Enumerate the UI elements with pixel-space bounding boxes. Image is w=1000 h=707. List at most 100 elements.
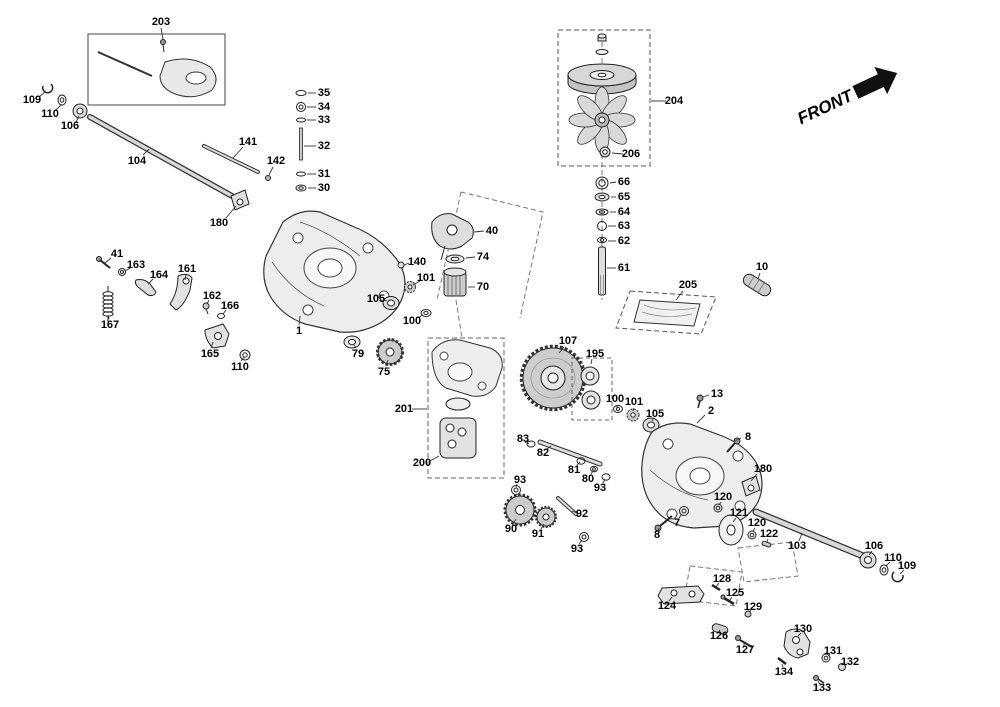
pin-140	[397, 261, 405, 269]
washer-93-bottom	[579, 532, 589, 542]
bolt-127	[735, 635, 753, 648]
front-arrow-icon	[852, 67, 898, 99]
part-label-34: 34	[318, 101, 331, 113]
leader-line-40	[473, 230, 485, 233]
washer-110-mid	[239, 349, 251, 361]
axle-103	[752, 508, 872, 562]
part-label-106: 106	[61, 120, 79, 132]
arm-40	[431, 213, 474, 261]
leader-line-109	[899, 569, 905, 575]
washer-93-right	[601, 473, 611, 481]
arm-164	[134, 279, 157, 297]
inset-box-203	[87, 33, 226, 106]
gear-75	[376, 338, 404, 366]
breather-10	[742, 273, 772, 297]
part-label-180: 180	[754, 463, 772, 475]
washer-62	[597, 236, 607, 244]
washer-79	[343, 335, 361, 349]
part-label-92: 92	[576, 508, 588, 520]
leader-line-133	[817, 680, 821, 685]
bracket-180-left	[230, 189, 250, 211]
leader-line-131	[827, 653, 831, 657]
leader-line-167	[107, 314, 110, 320]
leader-line-121	[732, 517, 737, 523]
leader-line-120	[718, 501, 722, 506]
leader-line-110	[240, 356, 245, 362]
part-labels-layer: 2031091101061041411423534333231301804074…	[23, 16, 916, 694]
bolt-8-bottom	[654, 515, 673, 532]
part-label-31: 31	[318, 168, 330, 180]
part-label-101: 101	[625, 396, 643, 408]
leader-line-93	[578, 539, 583, 545]
part-label-132: 132	[841, 656, 859, 668]
bracket-165	[204, 323, 230, 349]
part-label-163: 163	[127, 259, 145, 271]
washer-74	[445, 254, 465, 264]
leader-line-100	[615, 404, 619, 409]
part-label-70: 70	[477, 281, 489, 293]
part-label-2: 2	[708, 405, 714, 417]
leader-line-140	[403, 262, 410, 266]
washer-163	[118, 268, 126, 276]
leader-line-132	[844, 663, 848, 666]
leader-line-195	[590, 358, 593, 365]
part-label-10: 10	[756, 261, 768, 273]
leader-line-163	[124, 267, 131, 272]
leader-line-129	[748, 609, 752, 613]
ring-66	[595, 176, 609, 190]
leader-line-83	[524, 441, 530, 445]
part-label-130: 130	[794, 623, 812, 635]
leader-line-10	[757, 272, 761, 280]
washer-30	[295, 184, 307, 192]
leader-line-125	[729, 596, 733, 601]
leader-line-142	[268, 166, 274, 176]
leader-line-203	[160, 27, 164, 40]
fan-assembly-box-204	[557, 29, 651, 167]
washer-81	[576, 457, 586, 465]
washer-131	[821, 653, 831, 663]
part-label-110: 110	[231, 361, 249, 373]
leader-line-81	[576, 461, 581, 466]
washer-110-right	[879, 564, 889, 576]
part-label-205: 205	[679, 279, 697, 291]
pin-166	[217, 313, 225, 319]
bearing-65	[594, 192, 610, 202]
nut-top	[597, 33, 607, 42]
part-label-122: 122	[760, 528, 778, 540]
part-label-105: 105	[646, 408, 664, 420]
screw-203	[160, 39, 166, 53]
leader-line-162	[206, 299, 210, 305]
part-label-106: 106	[865, 540, 883, 552]
part-label-110: 110	[884, 552, 902, 564]
part-label-40: 40	[486, 225, 498, 237]
part-label-63: 63	[618, 220, 630, 232]
washer-31	[296, 171, 306, 177]
part-label-121: 121	[730, 507, 748, 519]
block-200	[439, 397, 477, 459]
leader-line-110	[885, 561, 891, 567]
gear-101-right	[626, 408, 640, 422]
pin-125	[720, 594, 735, 606]
leader-line-13	[702, 394, 710, 398]
gear-91	[535, 506, 558, 529]
nut-206	[599, 146, 611, 158]
part-label-32: 32	[318, 140, 330, 152]
gear-101-left	[404, 281, 416, 293]
part-label-109: 109	[898, 560, 916, 572]
part-label-134: 134	[775, 666, 794, 678]
leader-line-141	[232, 146, 244, 159]
bearing-105-left	[382, 296, 400, 310]
part-label-61: 61	[618, 262, 630, 274]
rod-141	[202, 144, 260, 174]
spring-167	[102, 286, 114, 322]
leader-line-205	[675, 290, 684, 301]
part-label-100: 100	[606, 393, 624, 405]
leader-line-106	[75, 115, 80, 123]
part-label-166: 166	[221, 300, 239, 312]
pin-134	[777, 657, 787, 665]
part-label-30: 30	[318, 182, 330, 194]
part-label-195: 195	[586, 348, 604, 360]
part-label-120: 120	[748, 517, 766, 529]
part-label-167: 167	[101, 319, 119, 331]
